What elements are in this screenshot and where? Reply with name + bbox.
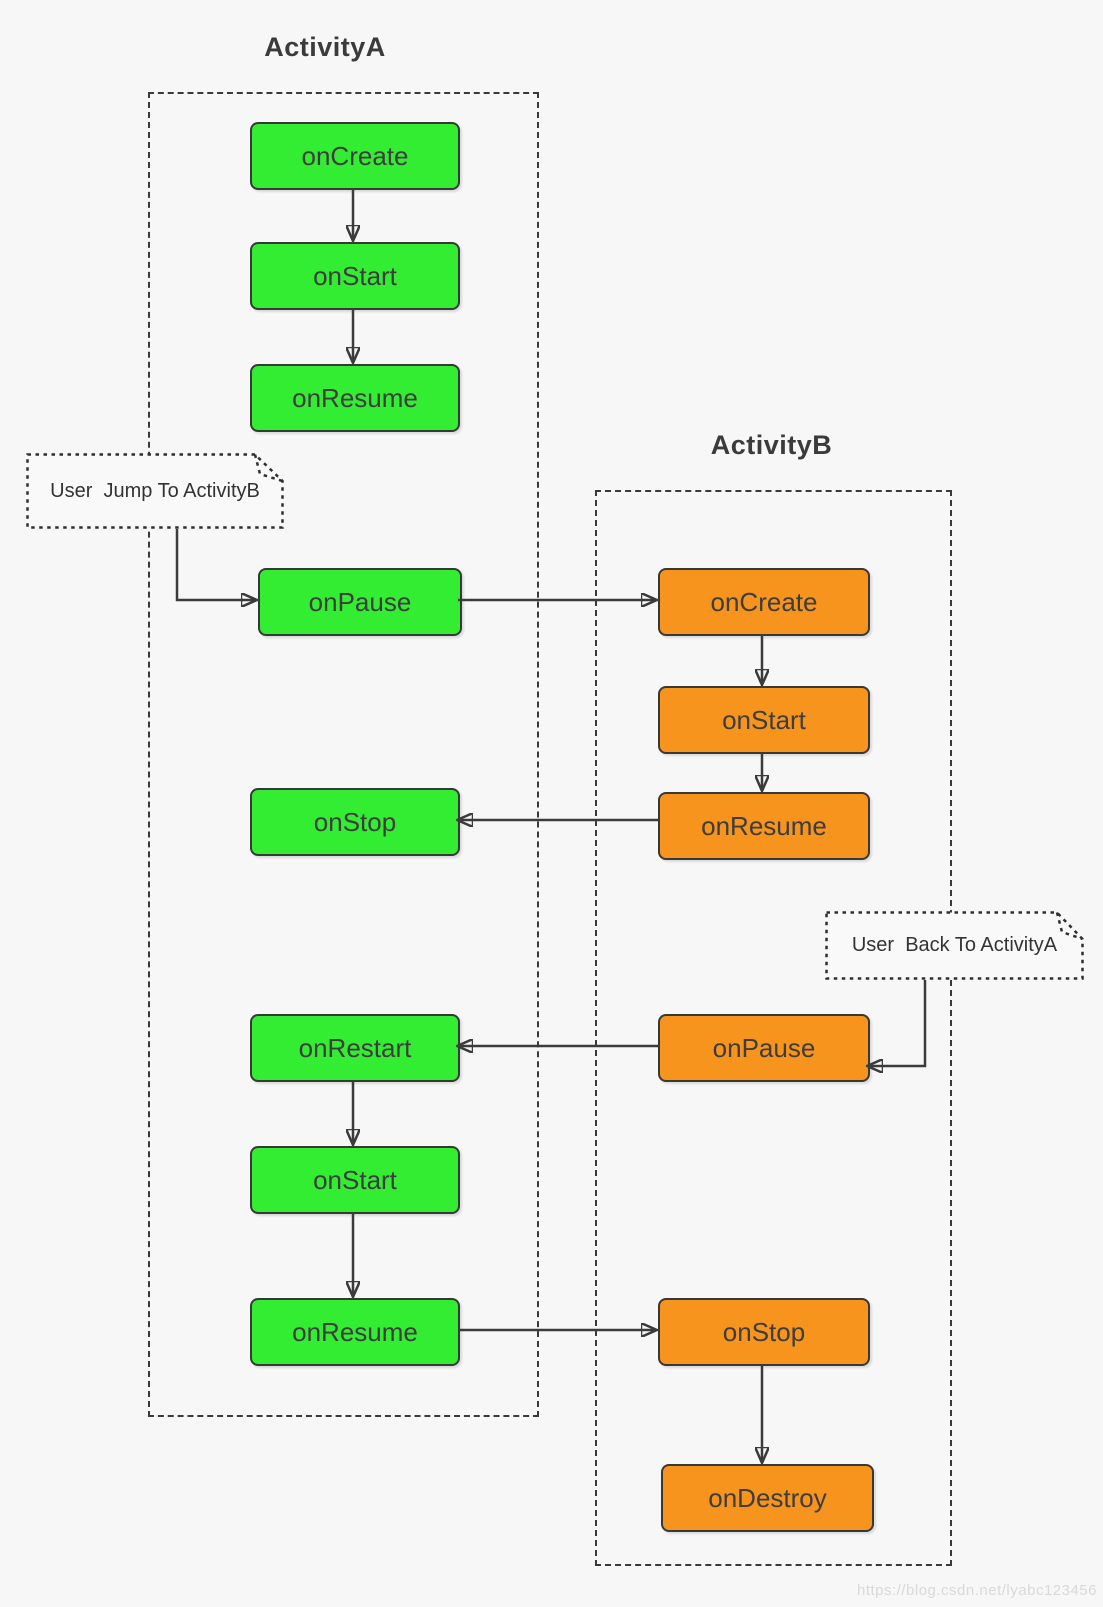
node-activityb-onstop: onStop	[658, 1298, 870, 1366]
node-activitya-onstart: onStart	[250, 242, 460, 310]
callout-back-text: User Back To ActivityA	[851, 934, 1058, 956]
node-activitya-onresume: onResume	[250, 364, 460, 432]
activity-a-title: ActivityA	[264, 32, 386, 62]
callout-jump-to-activityb: User Jump To ActivityB	[26, 453, 284, 529]
node-activitya-onrestart: onRestart	[250, 1014, 460, 1082]
node-activityb-onstart: onStart	[658, 686, 870, 754]
node-activitya-oncreate: onCreate	[250, 122, 460, 190]
note-shape-folded-corner	[825, 911, 1084, 980]
callout-back-to-activitya: User Back To ActivityA	[825, 911, 1084, 980]
node-activityb-oncreate: onCreate	[658, 568, 870, 636]
watermark-text: https://blog.csdn.net/lyabc123456	[857, 1582, 1097, 1599]
node-activityb-onresume: onResume	[658, 792, 870, 860]
note-shape-folded-corner	[26, 453, 284, 529]
node-activitya-onpause: onPause	[258, 568, 462, 636]
activity-b-group-border	[595, 490, 952, 1566]
activity-a-group-border	[148, 92, 539, 1417]
node-activitya-onstart-2: onStart	[250, 1146, 460, 1214]
node-activityb-ondestroy: onDestroy	[661, 1464, 874, 1532]
node-activityb-onpause: onPause	[658, 1014, 870, 1082]
callout-jump-text: User Jump To ActivityB	[50, 479, 260, 502]
activity-b-title: ActivityB	[710, 430, 833, 460]
node-activitya-onstop: onStop	[250, 788, 460, 856]
node-activitya-onresume-2: onResume	[250, 1298, 460, 1366]
